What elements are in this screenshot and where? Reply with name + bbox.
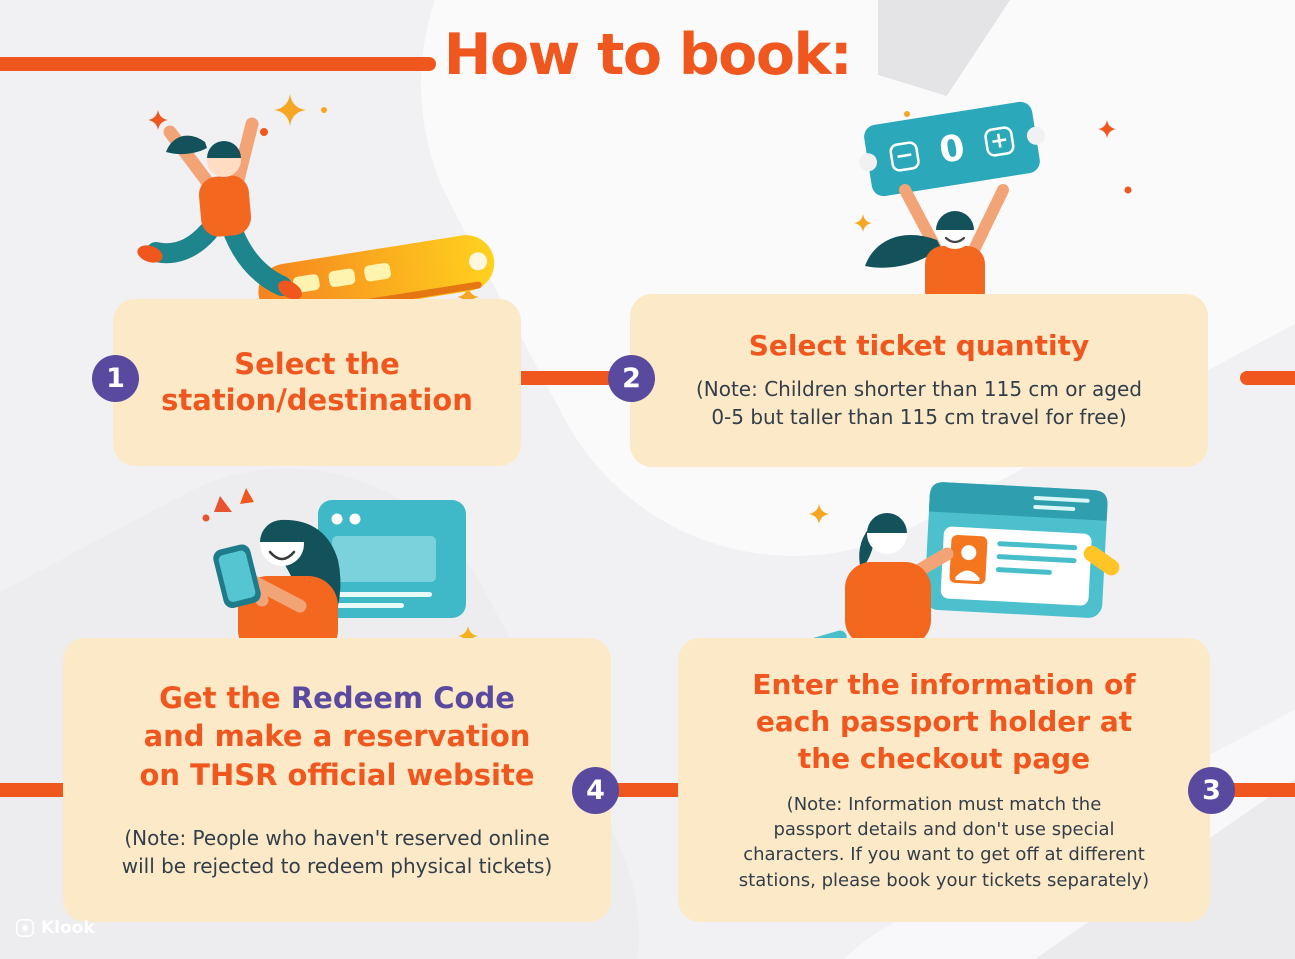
step4-note-line2: will be rejected to redeem physical tick… bbox=[121, 854, 553, 879]
step3-number-badge: 3 bbox=[1188, 767, 1235, 814]
step4-title: Get the Redeem Code and make a reservati… bbox=[140, 679, 535, 794]
step3-title-line1: Enter the information of bbox=[752, 668, 1136, 702]
person-icon bbox=[865, 184, 1009, 310]
step2-number-badge: 2 bbox=[608, 355, 655, 402]
sparkle-icon bbox=[1098, 120, 1116, 138]
step4-note: (Note: People who haven't reserved onlin… bbox=[122, 824, 553, 881]
klook-watermark-text: Klook bbox=[41, 918, 95, 938]
step3-card: Enter the information of each passport h… bbox=[678, 638, 1210, 922]
step4-number-badge: 4 bbox=[572, 767, 619, 814]
klook-logo-icon bbox=[16, 919, 34, 937]
phone-icon bbox=[213, 544, 261, 609]
step3-note-line3: characters. If you want to get off at di… bbox=[743, 844, 1145, 866]
step4-note-line1: (Note: People who haven't reserved onlin… bbox=[124, 826, 550, 850]
step4-title-redeem-code: Redeem Code bbox=[290, 681, 515, 716]
person-icon bbox=[213, 519, 341, 660]
step4-title-line2: and make a reservation bbox=[143, 719, 531, 754]
ticket-plus-label: + bbox=[988, 127, 1010, 155]
page-title: How to book: bbox=[443, 22, 853, 88]
ticket-minus-label: − bbox=[893, 142, 915, 170]
sparkle-icon bbox=[854, 214, 872, 232]
step1-title-line2: station/destination bbox=[161, 382, 473, 417]
step1-title-line1: Select the bbox=[234, 346, 400, 381]
sparkle-dot-icon bbox=[260, 128, 268, 136]
step2-note-line2: 0-5 but taller than 115 cm travel for fr… bbox=[711, 405, 1127, 430]
illustration-step1 bbox=[108, 92, 528, 327]
step3-note-line2: passport details and don't use special bbox=[773, 819, 1115, 841]
step4-card: Get the Redeem Code and make a reservati… bbox=[63, 638, 611, 922]
highlight-icon bbox=[1083, 545, 1120, 576]
step3-title-line3: the checkout page bbox=[797, 742, 1091, 776]
step4-title-line1: Get the Redeem Code bbox=[140, 679, 535, 717]
step3-title-line2: each passport holder at bbox=[755, 705, 1133, 739]
step3-note: (Note: Information must match the passpo… bbox=[739, 792, 1149, 893]
sparkle-dot-icon bbox=[904, 111, 910, 117]
illustration-step2: − 0 + bbox=[845, 98, 1155, 313]
sparkle-dot-icon bbox=[202, 514, 210, 522]
sparkle-icon bbox=[274, 94, 306, 126]
step4-title-line3: on THSR official website bbox=[139, 757, 535, 792]
sparkle-icon bbox=[457, 286, 479, 308]
step3-title: Enter the information of each passport h… bbox=[752, 667, 1135, 778]
connector-line-right-edge bbox=[1240, 371, 1295, 385]
accent-mark-icon bbox=[214, 496, 232, 512]
klook-watermark: Klook bbox=[16, 918, 95, 938]
illustration-step4 bbox=[150, 478, 490, 673]
accent-mark-icon bbox=[240, 488, 254, 504]
connector-line-title bbox=[0, 57, 436, 71]
browser-window-icon bbox=[318, 500, 466, 618]
person-icon bbox=[137, 117, 302, 300]
sparkle-dot-icon bbox=[1124, 186, 1132, 194]
step2-card: Select ticket quantity (Note: Children s… bbox=[630, 294, 1208, 467]
step1-card: Select the station/destination bbox=[113, 299, 521, 466]
illustration-step3 bbox=[795, 478, 1125, 673]
ticket-icon: − 0 + bbox=[859, 101, 1045, 197]
sparkle-dot-icon bbox=[321, 107, 327, 113]
step3-note-line1: (Note: Information must match the bbox=[786, 794, 1102, 816]
step2-title: Select ticket quantity bbox=[748, 329, 1090, 363]
sparkle-icon bbox=[148, 110, 168, 130]
step2-note: (Note: Children shorter than 115 cm or a… bbox=[696, 375, 1142, 432]
step1-number-badge: 1 bbox=[92, 355, 139, 402]
step4-title-line1-orange: Get the bbox=[159, 681, 291, 716]
step3-note-line4: stations, please book your tickets separ… bbox=[738, 869, 1150, 891]
passport-card-icon bbox=[940, 526, 1092, 606]
person-icon bbox=[845, 513, 954, 646]
connector-line-left-edge bbox=[0, 783, 80, 797]
step1-title: Select the station/destination bbox=[161, 347, 473, 419]
sparkle-icon bbox=[458, 626, 478, 646]
sparkle-icon bbox=[809, 504, 829, 524]
browser-window-icon bbox=[924, 482, 1108, 618]
step2-note-line1: (Note: Children shorter than 115 cm or a… bbox=[695, 376, 1143, 401]
